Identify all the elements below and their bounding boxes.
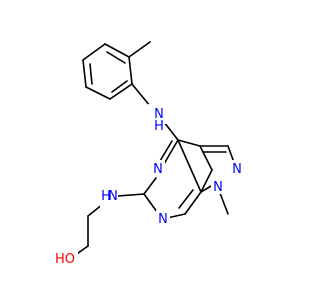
bond bbox=[111, 80, 128, 93]
bond bbox=[143, 177, 157, 195]
bond bbox=[178, 189, 194, 209]
bond bbox=[85, 86, 111, 100]
atom-n-amine-bottom: N bbox=[108, 189, 118, 204]
bond bbox=[131, 83, 151, 107]
bond bbox=[200, 169, 213, 193]
bond bbox=[104, 43, 130, 58]
bond bbox=[117, 193, 145, 197]
bond bbox=[109, 83, 133, 100]
molecule-diagram: N H N N N H N N HO bbox=[52, 41, 244, 267]
bond bbox=[163, 139, 179, 165]
bond bbox=[82, 59, 87, 88]
atom-n-pyrazole: N bbox=[232, 162, 242, 177]
atom-n-methyl: N bbox=[213, 180, 223, 195]
bond bbox=[128, 41, 151, 58]
bond bbox=[159, 140, 173, 162]
atom-labels: N H N N N H N N HO bbox=[52, 104, 244, 267]
atom-n-amine-top: N bbox=[154, 107, 164, 122]
bond bbox=[199, 145, 213, 171]
bond bbox=[177, 139, 201, 147]
bond bbox=[163, 121, 179, 141]
bond bbox=[89, 63, 93, 85]
bond bbox=[219, 192, 229, 215]
bond bbox=[128, 56, 133, 85]
atom-hydroxyl: HO bbox=[55, 252, 75, 267]
bond bbox=[177, 139, 202, 193]
bond bbox=[184, 191, 202, 215]
atom-n-pyrimidine-top: N bbox=[153, 162, 163, 177]
atom-n-pyrimidine-bottom: N bbox=[158, 212, 168, 227]
bond bbox=[82, 43, 106, 61]
bond bbox=[106, 51, 126, 64]
atom-h-amine-bottom: H bbox=[101, 189, 111, 204]
structure-svg: N H N N N H N N HO bbox=[52, 41, 244, 267]
bonds bbox=[73, 41, 237, 257]
atom-h-amine-top: H bbox=[154, 119, 164, 134]
